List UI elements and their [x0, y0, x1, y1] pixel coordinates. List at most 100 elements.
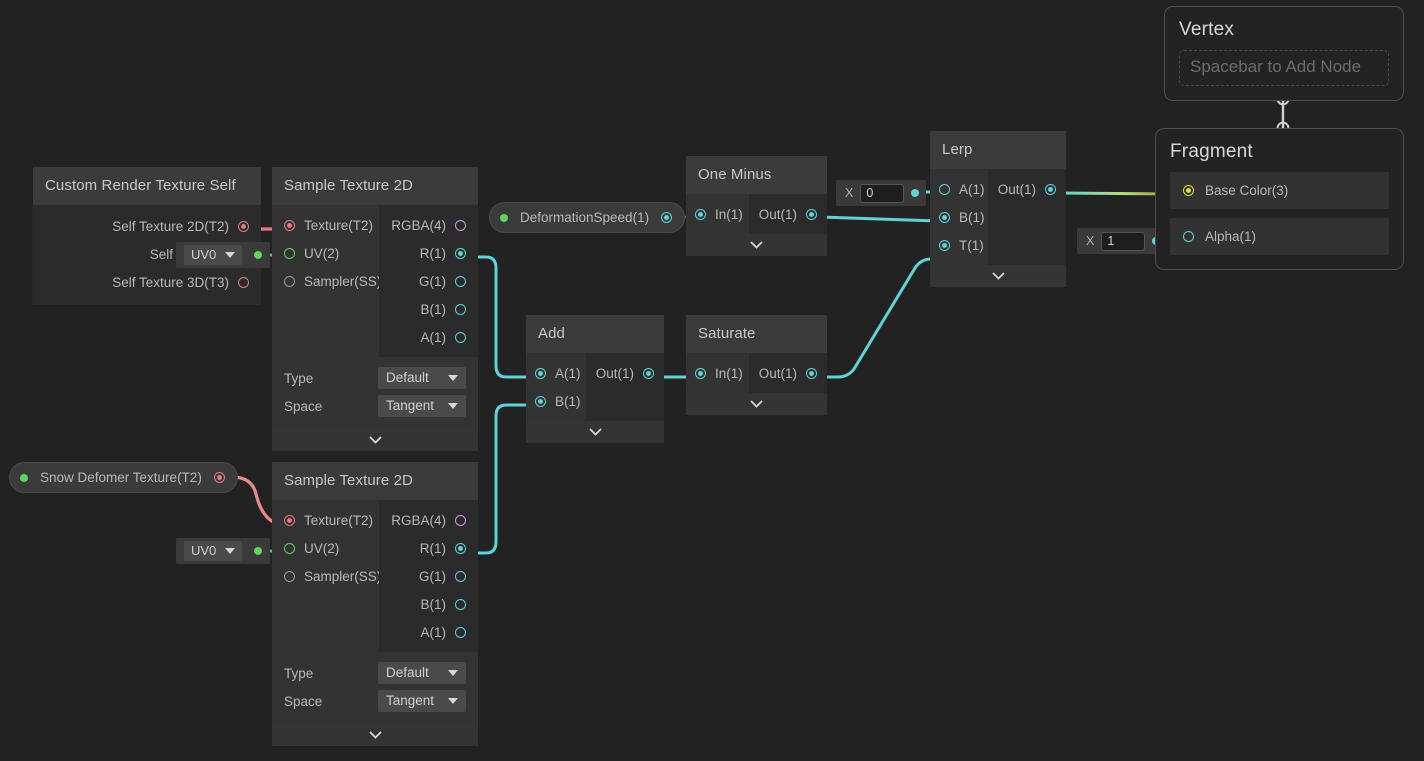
port-rgba[interactable]: RGBA(4) — [379, 506, 478, 534]
port-dot-float-icon[interactable] — [455, 247, 466, 259]
block-alpha[interactable]: Alpha(1) — [1170, 218, 1389, 255]
port-sampler[interactable]: Sampler(SS) — [272, 562, 381, 590]
port-dot-vector4-icon[interactable] — [455, 219, 466, 231]
node-collapse-toggle[interactable] — [930, 265, 1066, 287]
port-a[interactable]: A(1) — [526, 359, 586, 387]
port-dot-float-icon[interactable] — [643, 367, 654, 379]
port-in[interactable]: In(1) — [686, 359, 749, 387]
port-dot-float-icon[interactable] — [806, 367, 817, 379]
port-texture[interactable]: Texture(T2) — [272, 211, 379, 239]
port-dot-float-icon[interactable] — [455, 626, 466, 638]
port-dot-float-icon[interactable] — [455, 570, 466, 582]
port-dot-sampler-icon[interactable] — [284, 570, 295, 582]
port-r[interactable]: R(1) — [379, 534, 478, 562]
port-dot-float-icon[interactable] — [455, 303, 466, 315]
port-uv[interactable]: UV(2) — [272, 239, 379, 267]
port-out[interactable]: Out(1) — [749, 200, 827, 228]
output-dot-icon[interactable] — [911, 189, 920, 197]
port-dot-float-icon[interactable] — [535, 367, 546, 379]
port-dot-texture2d-icon[interactable] — [284, 219, 295, 231]
port-b[interactable]: B(1) — [379, 295, 478, 323]
uv-selector-bottom[interactable]: UV0 — [176, 538, 271, 564]
setting-space[interactable]: Space Tangent — [272, 392, 478, 420]
port-dot-float-icon[interactable] — [939, 239, 950, 251]
port-dot-float-icon[interactable] — [806, 208, 817, 220]
type-dropdown[interactable]: Default — [378, 367, 466, 389]
block-base-color[interactable]: Base Color(3) — [1170, 172, 1389, 209]
inline-float-lerp-a[interactable]: X 0 — [836, 180, 927, 206]
uv-output-dot-icon[interactable] — [254, 547, 263, 555]
port-dot-float-icon[interactable] — [455, 542, 466, 554]
master-stack-fragment[interactable]: Fragment Base Color(3) Alpha(1) — [1155, 128, 1404, 270]
port-dot-texture2d-icon[interactable] — [284, 514, 295, 526]
port-dot-float-icon[interactable] — [695, 367, 706, 379]
port-dot-float-icon[interactable] — [1183, 231, 1194, 242]
port-uv[interactable]: UV(2) — [272, 534, 379, 562]
port-dot-float-icon[interactable] — [1045, 183, 1056, 195]
node-saturate[interactable]: Saturate In(1) Out(1) — [686, 315, 827, 415]
port-g[interactable]: G(1) — [379, 562, 478, 590]
port-self-texture-2d[interactable]: Self Texture 2D(T2) — [33, 212, 261, 240]
uv-dropdown-bottom[interactable]: UV0 — [184, 541, 243, 561]
property-output-dot-icon[interactable] — [661, 212, 673, 223]
port-dot-texture2d-icon[interactable] — [238, 220, 249, 232]
space-dropdown[interactable]: Tangent — [378, 395, 466, 417]
port-sampler[interactable]: Sampler(SS) — [272, 267, 381, 295]
port-dot-uv-icon[interactable] — [284, 247, 295, 259]
uv-output-dot-icon[interactable] — [254, 251, 263, 259]
port-dot-texture3d-icon[interactable] — [238, 276, 249, 288]
master-stack-vertex[interactable]: Vertex Spacebar to Add Node — [1164, 6, 1404, 101]
port-b[interactable]: B(1) — [526, 387, 586, 415]
port-dot-vector4-icon[interactable] — [455, 514, 466, 526]
setting-space[interactable]: Space Tangent — [272, 687, 478, 715]
node-one-minus[interactable]: One Minus In(1) Out(1) — [686, 156, 827, 256]
port-a[interactable]: A(1) — [379, 618, 478, 646]
node-sample-texture-2d-top[interactable]: Sample Texture 2D Texture(T2) UV(2) Samp… — [272, 167, 478, 451]
port-dot-float-icon[interactable] — [455, 275, 466, 287]
port-dot-base-color-icon[interactable] — [1183, 185, 1194, 196]
port-texture[interactable]: Texture(T2) — [272, 506, 379, 534]
port-dot-float-icon[interactable] — [455, 331, 466, 343]
node-add[interactable]: Add A(1) B(1) Out(1) — [526, 315, 664, 443]
port-dot-float-icon[interactable] — [939, 183, 950, 195]
node-collapse-toggle[interactable] — [272, 724, 478, 746]
node-custom-render-texture-self[interactable]: Custom Render Texture Self Self Texture … — [33, 167, 261, 305]
setting-type[interactable]: Type Default — [272, 659, 478, 687]
type-dropdown[interactable]: Default — [378, 662, 466, 684]
port-dot-sampler-icon[interactable] — [284, 275, 295, 287]
port-b[interactable]: B(1) — [930, 203, 988, 231]
node-sample-texture-2d-bottom[interactable]: Sample Texture 2D Texture(T2) UV(2) Samp… — [272, 462, 478, 746]
value-input[interactable]: 0 — [860, 183, 905, 203]
port-out[interactable]: Out(1) — [586, 359, 664, 387]
port-g[interactable]: G(1) — [379, 267, 478, 295]
node-collapse-toggle[interactable] — [686, 234, 827, 256]
space-dropdown[interactable]: Tangent — [378, 690, 466, 712]
port-rgba[interactable]: RGBA(4) — [379, 211, 478, 239]
property-deformation-speed[interactable]: DeformationSpeed(1) — [489, 202, 686, 233]
port-r[interactable]: R(1) — [379, 239, 478, 267]
inline-float-fragment-alpha[interactable]: X 1 — [1077, 228, 1168, 254]
uv-selector-top[interactable]: UV0 — [176, 242, 271, 268]
port-a[interactable]: A(1) — [930, 175, 988, 203]
node-collapse-toggle[interactable] — [526, 421, 664, 443]
property-snow-deformer-texture[interactable]: Snow Defomer Texture(T2) — [9, 462, 238, 493]
port-dot-float-icon[interactable] — [455, 598, 466, 610]
port-dot-float-icon[interactable] — [939, 211, 950, 223]
node-collapse-toggle[interactable] — [686, 393, 827, 415]
property-output-dot-icon[interactable] — [213, 472, 225, 483]
port-t[interactable]: T(1) — [930, 231, 988, 259]
port-in[interactable]: In(1) — [686, 200, 749, 228]
port-dot-float-icon[interactable] — [535, 395, 546, 407]
port-dot-uv-icon[interactable] — [284, 542, 295, 554]
port-self-texture-3d[interactable]: Self Texture 3D(T3) — [33, 268, 261, 296]
port-b[interactable]: B(1) — [379, 590, 478, 618]
uv-dropdown-top[interactable]: UV0 — [184, 245, 243, 265]
port-out[interactable]: Out(1) — [988, 175, 1066, 203]
vertex-add-node-placeholder[interactable]: Spacebar to Add Node — [1179, 50, 1389, 86]
port-dot-float-icon[interactable] — [695, 208, 706, 220]
port-out[interactable]: Out(1) — [749, 359, 827, 387]
value-input[interactable]: 1 — [1101, 231, 1146, 251]
node-lerp[interactable]: Lerp A(1) B(1) T(1) Out(1) — [930, 131, 1066, 287]
port-a[interactable]: A(1) — [379, 323, 478, 351]
